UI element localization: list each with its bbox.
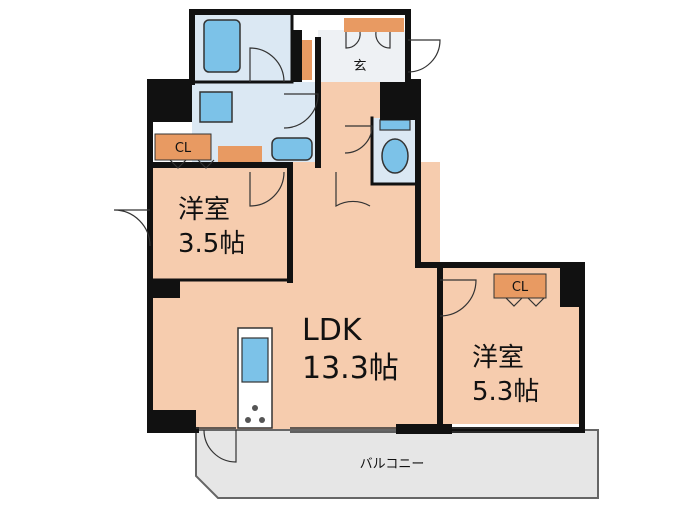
closet-shelf [218, 146, 262, 162]
stove-burner-icon [259, 417, 265, 423]
washbasin-icon [199, 91, 233, 123]
shoe-closet [344, 18, 404, 32]
closet-2-label: CL [512, 280, 529, 295]
western-room-1-floor [150, 162, 290, 280]
western-room-1-size: 3.5帖 [178, 229, 245, 259]
toilet-tank-icon [379, 119, 411, 131]
closet-1-label: CL [175, 141, 192, 156]
ldk-size: 13.3帖 [302, 351, 399, 386]
genkan-floor [318, 30, 408, 82]
door-swing [344, 125, 373, 154]
western-room-2-size: 5.3帖 [472, 377, 539, 407]
door-swing [113, 209, 151, 247]
western-room-2-name: 洋室 [472, 343, 524, 373]
labels: CL CL 玄 洋室 3.5帖 LDK 13.3帖 洋室 5.3帖 バルコニー [175, 59, 540, 472]
storage-narrow [300, 40, 312, 80]
balcony-label: バルコニー [360, 457, 425, 472]
western-room-1-name: 洋室 [178, 195, 230, 225]
hallway-floor [318, 80, 380, 170]
closet-2-rect [493, 273, 547, 299]
closet-door-swing [197, 159, 215, 169]
ldk-name: LDK [302, 313, 363, 348]
door-swing [203, 429, 237, 463]
storage [154, 18, 547, 299]
door-swing [249, 171, 285, 207]
door-swing [407, 39, 441, 73]
vanity-icon [271, 137, 313, 161]
entrance-label: 玄 [353, 59, 366, 74]
door-swing [345, 31, 361, 49]
bathtub-icon [203, 19, 241, 73]
closet-1-rect [154, 133, 212, 161]
stove-burner-icon [252, 405, 258, 411]
door-swing [283, 93, 319, 129]
toilet-bowl-icon [381, 138, 409, 174]
door-swing [335, 172, 371, 208]
kitchen-sink-icon [241, 337, 269, 383]
windows [196, 427, 560, 433]
fixtures [199, 19, 411, 429]
door-swing [375, 31, 391, 49]
closet-door-swing [505, 297, 523, 307]
door-swing [439, 279, 477, 317]
doors [113, 31, 545, 463]
wall-blocks [150, 30, 584, 434]
closet-door-swing [527, 297, 545, 307]
stove-burner-icon [245, 417, 251, 423]
outer-wall [189, 9, 585, 433]
closet-door-swing [169, 159, 187, 169]
door-swing [249, 47, 285, 83]
